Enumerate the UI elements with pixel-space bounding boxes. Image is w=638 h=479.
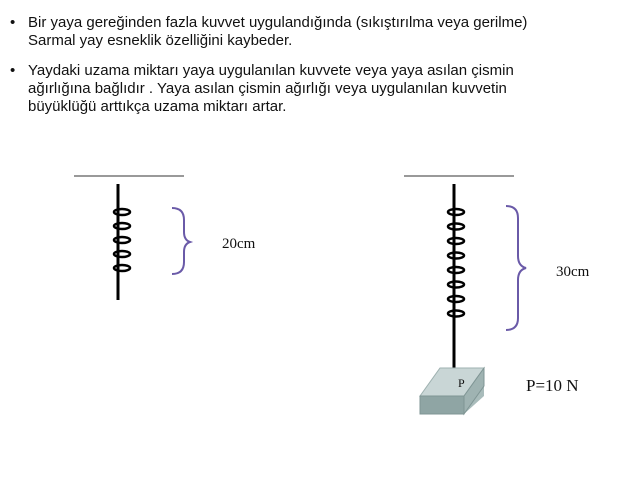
spring-coil	[446, 207, 466, 217]
force-label: P=10 N	[526, 376, 579, 395]
spring-coil	[446, 222, 466, 231]
right-length-brace	[505, 205, 527, 331]
spring-coil	[446, 309, 466, 318]
spring-coil	[446, 280, 466, 289]
bullet-marker: •	[10, 62, 16, 79]
bullet-item-2: • Yaydaki uzama miktarı yaya uygulanılan…	[8, 62, 630, 116]
left-spring: 20cm	[74, 175, 256, 300]
right-length-label: 30cm	[556, 264, 590, 280]
right-spring-coils	[446, 207, 466, 318]
bullet-2-line-3: büyüklüğü arttıkça uzama miktarı artar.	[28, 98, 287, 115]
bullet-list: • Bir yaya gereğinden fazla kuvvet uygul…	[8, 14, 630, 128]
left-length-label: 20cm	[222, 236, 256, 252]
spring-coil	[446, 251, 466, 260]
spring-coil	[112, 235, 132, 245]
spring-coil	[446, 294, 466, 304]
left-spring-coils	[112, 207, 132, 273]
bullet-2-line-1: Yaydaki uzama miktarı yaya uygulanılan k…	[28, 62, 514, 79]
bullet-1-line-2: Sarmal yay esneklik özelliğini kaybeder.	[28, 32, 293, 49]
spring-coil	[112, 249, 132, 259]
left-length-brace	[171, 207, 194, 275]
spring-coil	[112, 263, 132, 273]
spring-coil	[446, 265, 466, 275]
right-spring: 30cm	[404, 175, 590, 370]
weight-box-label: P	[458, 376, 465, 390]
bullet-item-1: • Bir yaya gereğinden fazla kuvvet uygul…	[8, 14, 630, 50]
bullet-1-line-1: Bir yaya gereğinden fazla kuvvet uygulan…	[28, 14, 528, 31]
weight-box-front	[419, 395, 465, 415]
weight-box: P	[419, 366, 485, 416]
spring-coil	[446, 236, 466, 246]
spring-coil	[112, 207, 132, 217]
weight-box-side	[463, 366, 485, 416]
bullet-2-line-2: ağırlığına bağlıdır . Yaya asılan çismin…	[28, 80, 507, 97]
bullet-marker: •	[10, 14, 16, 31]
spring-coil	[112, 221, 132, 231]
